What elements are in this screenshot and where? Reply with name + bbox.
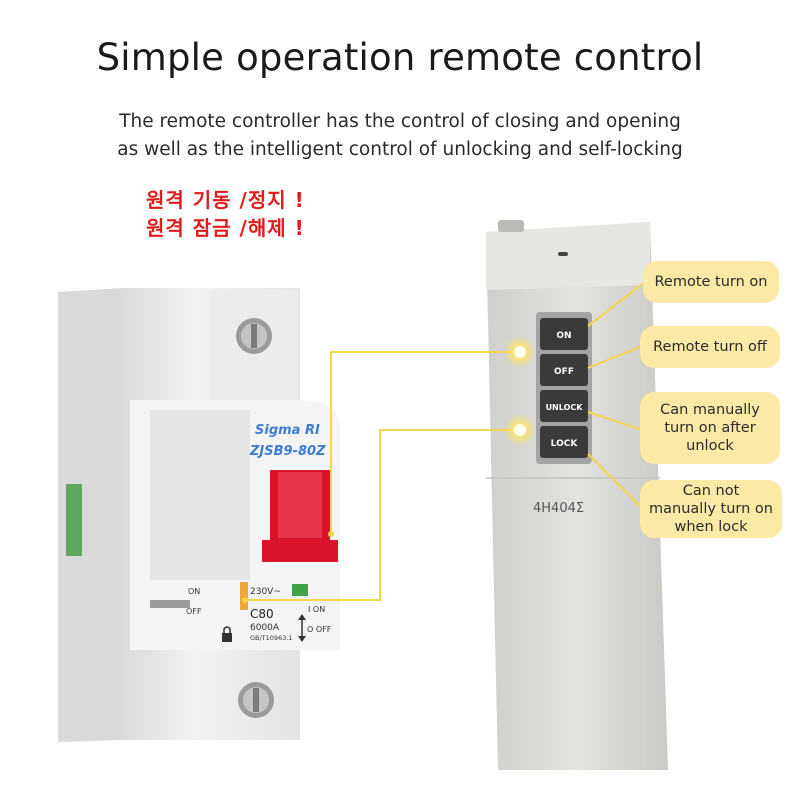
breaker-capacity: 6000A (250, 623, 280, 633)
breaker-standard: GB/T10963.1 (250, 634, 293, 642)
lock-symbol-icon (222, 633, 232, 642)
page-title: Simple operation remote control (96, 36, 704, 79)
remote-button-lock[interactable]: LOCK (540, 426, 588, 458)
breaker-i-on: I ON (308, 605, 325, 614)
korean-line-2: 원격 잠금 /해제 ! (146, 216, 305, 240)
subtitle-line-1: The remote controller has the control of… (119, 111, 681, 132)
subtitle: The remote controller has the control of… (0, 108, 800, 164)
korean-line-1: 원격 기동 /정지 ! (146, 188, 305, 212)
callout-remote-turn-on: Remote turn on (643, 261, 779, 303)
breaker-brand: Sigma RI (255, 423, 320, 438)
subtitle-line-2: as well as the intelligent control of un… (117, 139, 683, 160)
remote-button-unlock-label: UNLOCK (546, 403, 584, 412)
breaker-on-label: ON (188, 587, 200, 596)
korean-caption: 원격 기동 /정지 ! 원격 잠금 /해제 ! (146, 186, 305, 242)
remote-model-code: 4H404Σ (533, 501, 584, 516)
remote-button-on-label: ON (556, 331, 571, 341)
callout-remote-turn-off: Remote turn off (640, 326, 780, 368)
remote-button-unlock[interactable]: UNLOCK (540, 390, 588, 422)
callout-leaders (587, 281, 646, 509)
callout-unlock: Can manually turn on after unlock (640, 392, 780, 464)
remote-button-off-label: OFF (554, 367, 574, 377)
breaker-o-off: O OFF (307, 625, 332, 634)
breaker-rating: C80 (250, 607, 274, 621)
callout-lock: Can not manually turn on when lock (640, 480, 782, 538)
breaker-off-label: OFF (186, 607, 202, 616)
circuit-breaker: Sigma RI ZJSB9-80Z 230V~ C80 6000A GB/T1… (58, 288, 340, 742)
breaker-model: ZJSB9-80Z (249, 444, 326, 459)
remote-button-on[interactable]: ON (540, 318, 588, 350)
breaker-voltage: 230V~ (250, 587, 281, 597)
remote-button-off[interactable]: OFF (540, 354, 588, 386)
connector-lines (245, 351, 520, 601)
remote-button-lock-label: LOCK (551, 439, 579, 449)
